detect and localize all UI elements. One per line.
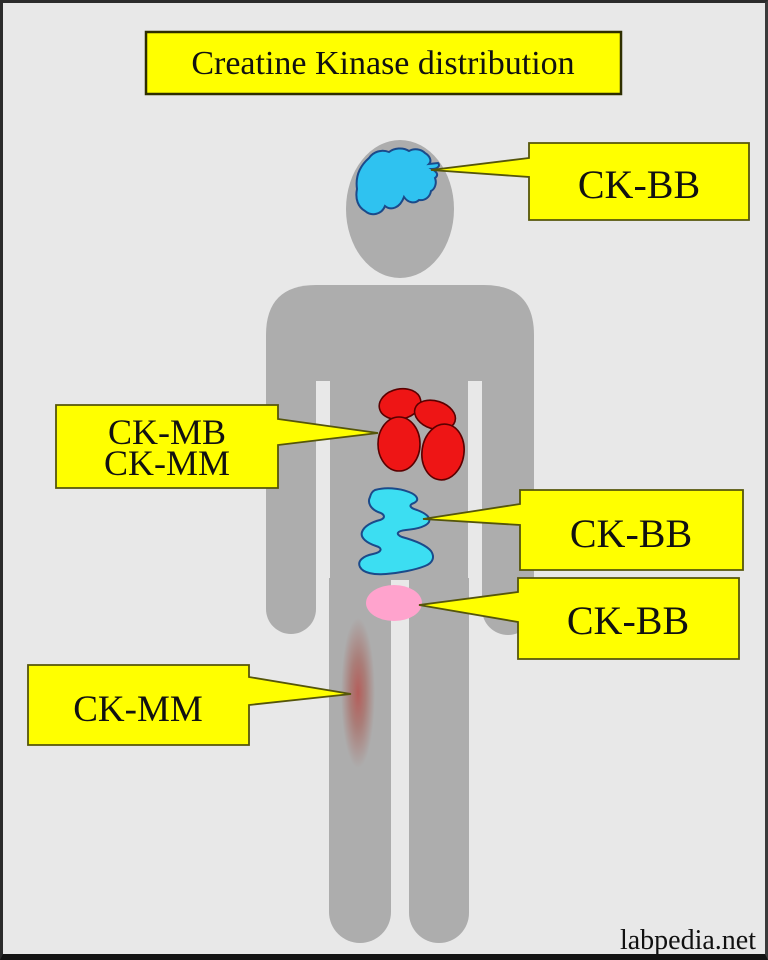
heart-lobe [377,416,421,472]
shoulders-shape [266,285,534,381]
creatine-kinase-diagram: Creatine Kinase distribution CK-BB CK-MB… [27,30,756,954]
title-box: Creatine Kinase distribution [144,30,623,96]
callout-brain-bubble [430,142,750,221]
callout-heart-label-line2: CK-MM [104,443,230,483]
callout-brain: CK-BB [430,142,750,221]
right-leg-shape [409,578,469,943]
callout-bladder: CK-BB [418,577,740,660]
callout-heart: CK-MB CK-MM [55,404,379,489]
bladder-shape [366,585,422,621]
callout-intestine-bubble [422,489,744,571]
callout-bladder-label: CK-BB [567,598,689,643]
callout-muscle-bubble [27,664,352,746]
callout-bladder-bubble [418,577,740,660]
callout-heart-label-line1: CK-MB [108,412,226,452]
callout-heart-bubble [55,404,379,489]
page-title: Creatine Kinase distribution [191,45,574,82]
callout-muscle-label: CK-MM [73,689,203,730]
thigh-muscle-shape [341,618,375,768]
callout-intestine-label: CK-BB [570,511,692,556]
callout-brain-label: CK-BB [578,162,700,207]
watermark: labpedia.net [620,925,756,954]
callout-intestine: CK-BB [422,489,744,571]
intestine-shape [358,487,434,576]
heart-lobe [413,399,457,431]
callout-muscle: CK-MM [27,664,352,746]
brain-shape [355,147,441,216]
heart-lobe [421,423,465,481]
heart-shape [377,387,465,481]
